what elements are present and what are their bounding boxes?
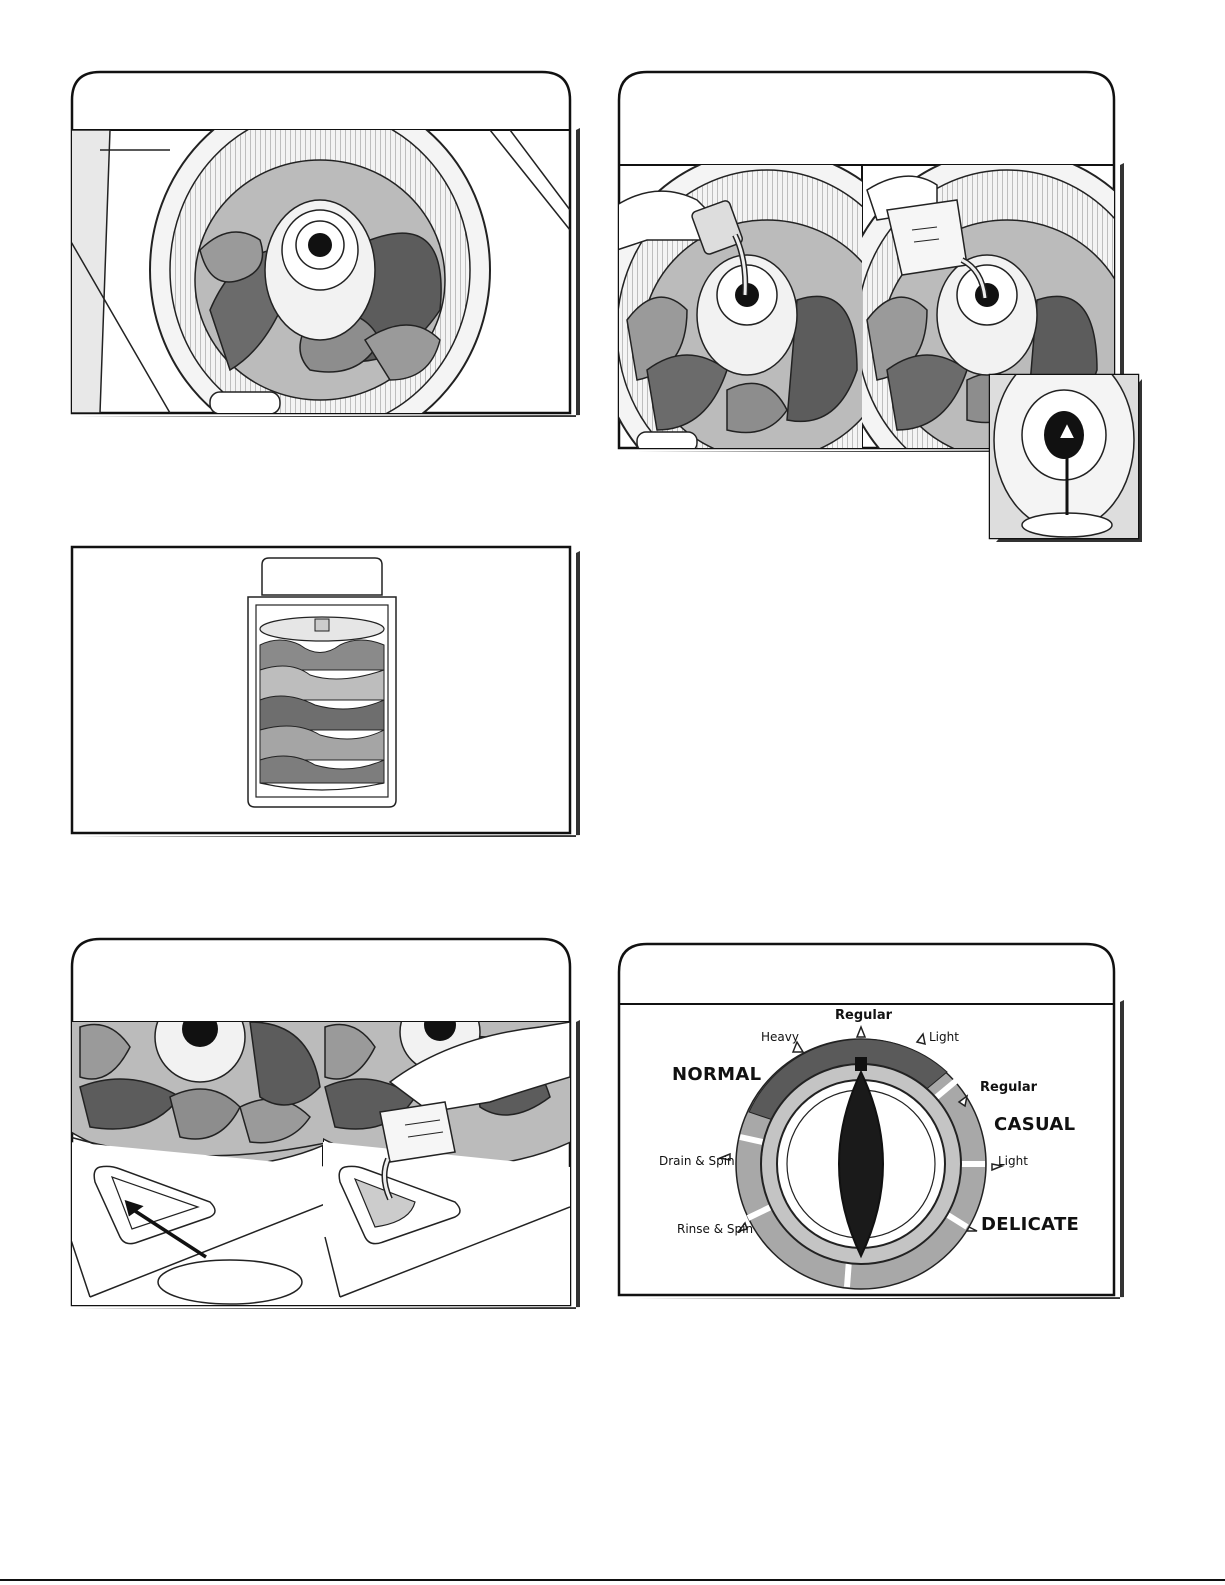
- dial-label-normal-heavy: Heavy: [761, 1030, 799, 1044]
- panel-cycle-dial: Regular Heavy Light NORMAL Regular CASUA…: [617, 942, 1142, 1302]
- dial-label-drain-spin: Drain & Spin: [659, 1154, 735, 1168]
- dial-label-normal-regular: Regular: [835, 1008, 892, 1023]
- dial-label-normal-light: Light: [929, 1030, 959, 1044]
- dial-label-casual-regular: Regular: [980, 1080, 1037, 1095]
- page-bottom-rule: [0, 1579, 1225, 1581]
- panel-load-basket: [70, 70, 585, 420]
- panel-softener-dispenser: [70, 937, 585, 1315]
- panel-pour-detergent: [617, 70, 1142, 545]
- dial-label-normal: NORMAL: [672, 1064, 761, 1085]
- panel-load-level: [70, 545, 585, 840]
- dial-label-rinse-spin: Rinse & Spin: [677, 1222, 753, 1236]
- dial-label-casual: CASUAL: [994, 1114, 1075, 1135]
- dial-label-casual-light: Light: [998, 1154, 1028, 1168]
- dial-label-delicate: DELICATE: [981, 1214, 1079, 1235]
